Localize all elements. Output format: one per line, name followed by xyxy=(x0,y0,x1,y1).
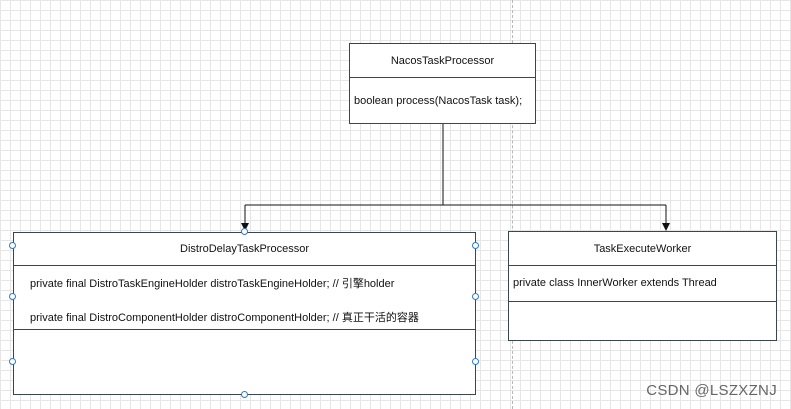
resize-handle-bottom-left[interactable] xyxy=(9,358,16,365)
method-section: boolean process(NacosTask task); xyxy=(350,78,535,107)
watermark: CSDN @LSZXZNJ xyxy=(646,382,777,399)
class-name-header: TaskExecuteWorker xyxy=(509,232,776,266)
resize-handle-bottom-right[interactable] xyxy=(472,358,479,365)
method-line: boolean process(NacosTask task); xyxy=(354,95,523,107)
class-name: DistroDelayTaskProcessor xyxy=(180,243,309,255)
class-name: TaskExecuteWorker xyxy=(593,242,692,255)
class-name-header: NacosTaskProcessor xyxy=(350,44,535,78)
field-section: private class InnerWorker extends Thread xyxy=(509,266,776,302)
field-line: private class InnerWorker extends Thread xyxy=(513,277,717,289)
resize-handle-bottom-center[interactable] xyxy=(241,391,248,398)
field-section: private final DistroTaskEngineHolder dis… xyxy=(14,266,475,330)
class-box-nacos-task-processor[interactable]: NacosTaskProcessor boolean process(Nacos… xyxy=(349,43,536,124)
field-line: private final DistroTaskEngineHolder dis… xyxy=(30,278,395,290)
resize-handle-top-left[interactable] xyxy=(9,242,16,249)
resize-handle-top-center[interactable] xyxy=(241,228,248,235)
resize-handle-middle-right[interactable] xyxy=(472,293,479,300)
class-name-header: DistroDelayTaskProcessor xyxy=(14,233,475,266)
field-line: private final DistroComponentHolder dist… xyxy=(30,312,419,324)
class-box-distro-delay-task-processor[interactable]: DistroDelayTaskProcessor private final D… xyxy=(13,232,476,395)
resize-handle-middle-left[interactable] xyxy=(9,293,16,300)
class-name: NacosTaskProcessor xyxy=(390,54,495,67)
class-box-task-execute-worker[interactable]: TaskExecuteWorker private class InnerWor… xyxy=(508,231,777,341)
resize-handle-top-right[interactable] xyxy=(472,242,479,249)
